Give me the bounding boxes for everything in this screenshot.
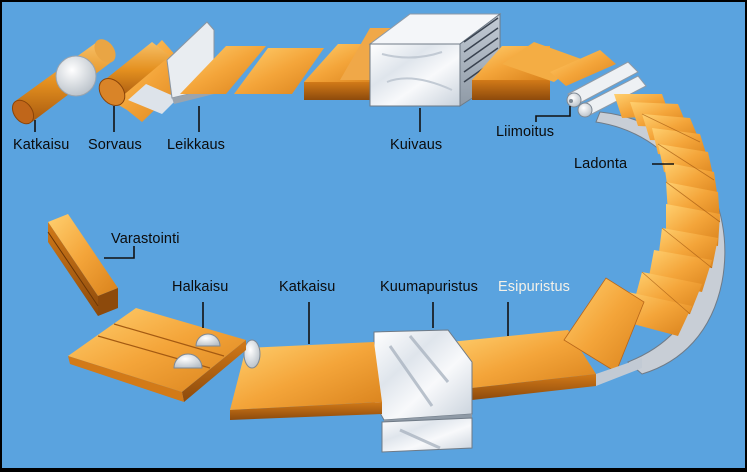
kuumapuristus-press (373, 329, 473, 453)
varastointi-stack (47, 214, 118, 316)
label-ladonta: Ladonta (574, 156, 628, 172)
label-leikkaus: Leikkaus (167, 137, 226, 153)
veneer-sheet-1 (234, 48, 324, 94)
label-varastointi: Varastointi (111, 231, 180, 247)
liimoitus-rollers (550, 50, 647, 118)
label-halkaisu: Halkaisu (172, 279, 229, 295)
katkaisu-log-group (11, 39, 116, 125)
label-katkaisu-bottom: Katkaisu (279, 279, 336, 295)
label-sorvaus: Sorvaus (88, 137, 142, 153)
label-kuumapuristus: Kuumapuristus (380, 279, 479, 295)
label-liimoitus: Liimoitus (496, 124, 555, 140)
ladonta-curve (595, 94, 726, 375)
esipuristus-board (450, 277, 645, 400)
leikkaus-group (166, 21, 266, 104)
katkaisu-bottom-board (230, 339, 382, 420)
label-katkaisu-top: Katkaisu (13, 137, 70, 153)
label-esipuristus: Esipuristus (498, 279, 571, 295)
halkaisu-board (68, 308, 246, 402)
label-kuivaus: Kuivaus (390, 137, 443, 153)
